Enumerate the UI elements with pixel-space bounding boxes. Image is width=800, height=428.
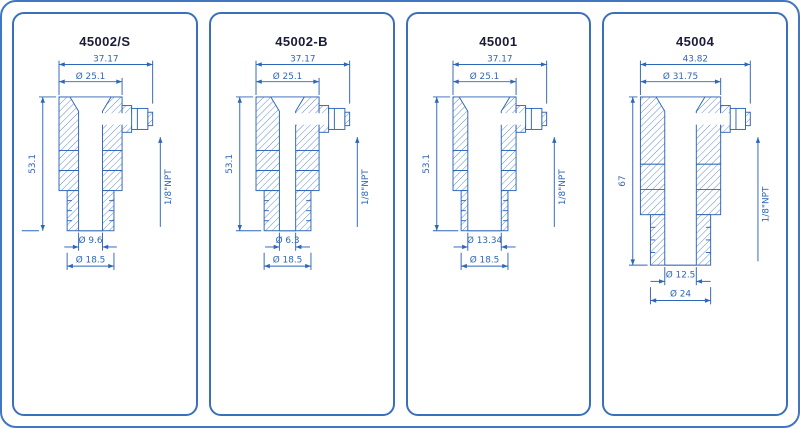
dim-label: Ø 18.5 [273,254,303,265]
dim-label: Ø 6.3 [275,235,299,246]
dim-arrow [295,244,302,250]
dim-arrow [696,279,703,284]
dim-arrow [59,62,65,67]
dim-arrow [108,263,114,269]
dim-arrow [116,79,123,84]
dim-arrow [146,62,153,67]
dim-arrow [67,263,73,269]
dim-arrow [452,62,459,67]
dim-arrow [255,62,262,67]
dim-arrow [630,259,636,266]
dim-label: 1/8"NPT [762,186,772,222]
fitting-cross-section: 43.82 Ø 31.75 67 1/8"NPT Ø 12.5 Ø 24 [618,55,772,305]
dim-label: Ø 25.1 [76,71,106,82]
dim-arrow [500,244,507,250]
dim-arrow [461,244,468,250]
dim-arrow [705,298,711,303]
dim-label: Ø 18.5 [76,254,106,265]
dim-label: 53.1 [422,154,432,174]
dim-arrow [102,244,109,250]
dim-arrow [40,96,45,103]
dim-arrow [715,79,721,84]
product-panel-45004: 45004 43.82 Ø 31.75 67 1/8"NPT Ø 12.5 Ø 24 [602,12,788,416]
product-code: 45004 [676,34,715,49]
dim-label: Ø 9.6 [79,235,103,246]
dim-label: 1/8"NPT [557,169,567,205]
dim-arrow [434,96,439,103]
technical-drawing: 43.82 Ø 31.75 67 1/8"NPT Ø 12.5 Ø 24 [606,53,784,313]
dim-label: Ø 13.34 [466,235,502,246]
dim-arrow [158,137,163,143]
dim-arrow [237,96,242,103]
bore-cavity [269,96,305,232]
dim-arrow [263,263,270,269]
dim-arrow [72,244,79,250]
product-code: 45002/S [79,34,131,49]
fitting-cross-section: 37.17 Ø 25.1 53.1 1/8"NPT Ø 13.34 Ø 18.5 [422,55,567,270]
dim-arrow [237,225,242,231]
dim-label: 53.1 [28,154,38,174]
dim-arrow [509,79,516,84]
bore-cavity [69,96,112,232]
dim-arrow [640,62,647,67]
fitting-cross-section: 37.17 Ø 25.1 53.1 1/8"NPT Ø 6.3 Ø 18.5 [225,55,371,270]
dim-label: 37.17 [93,55,118,65]
dim-arrow [313,79,319,84]
dim-arrow [452,79,459,84]
fitting-cross-section: 37.17 Ø 25.1 53.1 1/8"NPT Ø 9.6 Ø 18.5 [21,55,174,270]
product-panel-45002s: 45002/S 37.17 Ø 25.1 53.1 1/8"NPT Ø 9.6 Ø 18.… [12,12,198,416]
dim-arrow [343,62,350,67]
product-panel-45002b: 45002-B 37.17 Ø 25.1 53.1 1/8"NPT Ø 6.3 Ø 18.… [208,12,395,416]
dim-arrow [540,62,547,67]
dim-arrow [304,263,311,269]
technical-drawing: 37.17 Ø 25.1 53.1 1/8"NPT Ø 13.34 Ø 18.5 [410,53,588,313]
dim-arrow [630,96,636,103]
dim-label: Ø 25.1 [469,71,499,82]
dim-arrow [59,79,65,84]
dim-arrow [434,225,439,231]
dim-label: Ø 25.1 [273,71,303,82]
dim-arrow [40,225,45,231]
dim-label: 37.17 [487,55,512,65]
technical-drawing: 37.17 Ø 25.1 53.1 1/8"NPT Ø 9.6 Ø 18.5 [16,53,194,313]
dim-arrow [551,137,556,143]
bore-cavity [457,96,511,232]
dim-arrow [659,279,666,284]
dim-arrow [755,137,761,143]
dim-arrow [273,244,280,250]
dim-arrow [650,298,657,303]
product-code: 45002-B [275,34,328,49]
dim-label: Ø 12.5 [666,270,696,281]
dim-arrow [354,137,360,143]
dim-label: 1/8"NPT [164,169,174,205]
dim-arrow [501,263,508,269]
dim-arrow [255,79,262,84]
product-code: 45001 [479,34,518,49]
bore-cavity [655,96,707,266]
dim-arrow [744,62,751,67]
dim-arrow [460,263,467,269]
dim-label: 53.1 [225,154,235,174]
dim-arrow [640,79,647,84]
dim-label: 67 [618,175,628,186]
dim-label: 1/8"NPT [361,169,371,205]
dim-label: 37.17 [290,55,315,65]
product-panel-45001: 45001 37.17 Ø 25.1 53.1 1/8"NPT Ø 13.34 Ø 18.… [405,12,592,416]
dim-label: Ø 31.75 [663,71,698,82]
dim-label: Ø 24 [670,289,691,300]
dim-label: Ø 18.5 [469,254,499,265]
dim-label: 43.82 [683,55,708,65]
technical-drawing: 37.17 Ø 25.1 53.1 1/8"NPT Ø 6.3 Ø 18.5 [213,53,391,313]
